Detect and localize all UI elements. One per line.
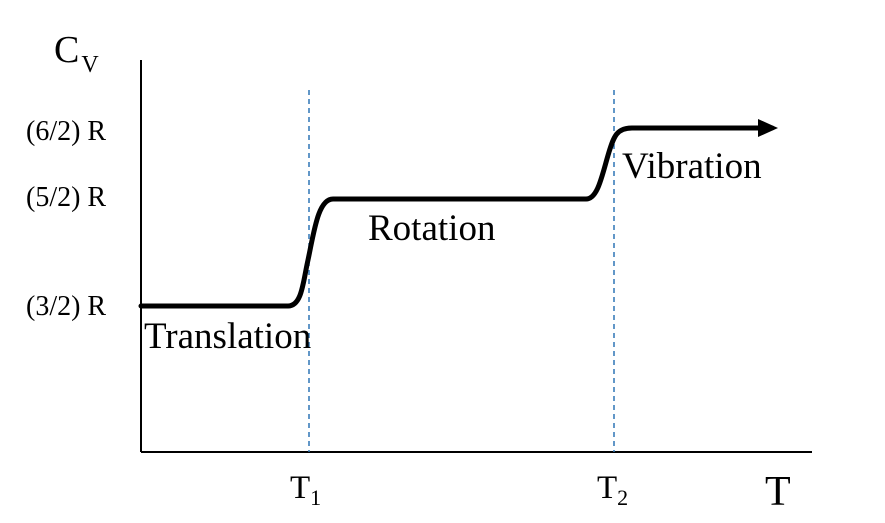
region-label-rotation: Rotation [368, 208, 495, 249]
y-level-label-5-2: (5/2) R [26, 182, 106, 213]
y-level-label-6-2: (6/2) R [26, 116, 106, 147]
heat-capacity-curve [138, 125, 775, 309]
region-label-vibration: Vibration [622, 146, 762, 187]
y-level-label-3-2: (3/2) R [26, 291, 106, 322]
region-label-translation: Translation [144, 316, 311, 357]
x-axis-label: T [765, 469, 791, 515]
transition-label-t2: T2 [597, 470, 628, 510]
transition-label-t1: T1 [290, 470, 321, 510]
curve-arrowhead [758, 119, 778, 137]
y-axis-label: CV [54, 29, 99, 78]
